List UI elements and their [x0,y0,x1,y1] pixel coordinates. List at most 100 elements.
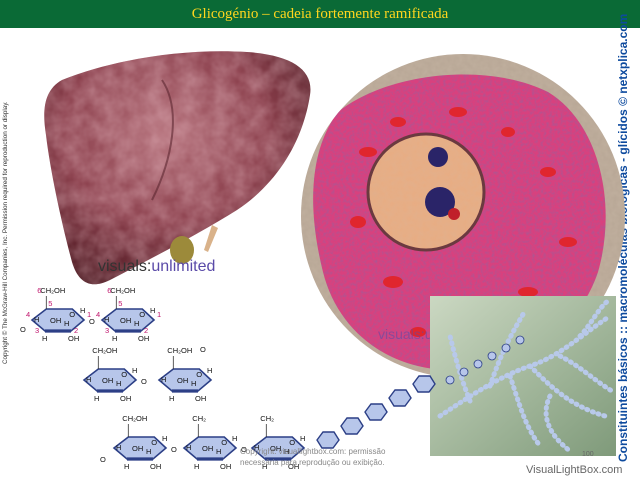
ch2oh-label: CH₂OH [122,414,147,423]
chain-bead [515,335,525,345]
h-label: H [169,394,174,403]
oh-label: OH [68,334,79,343]
h-label: H [150,306,155,315]
ch2oh-label: CH₂OH [110,286,135,295]
h-label: H [116,443,121,452]
carbon-number-4: 4 [96,310,100,319]
chain-glucose-unit [388,389,412,407]
carbon-number-6: 6 [107,286,111,295]
oh-label: OH [50,316,61,325]
chain-bead [487,351,497,361]
h-label: H [132,366,137,375]
chain-bead [501,343,511,353]
oh-label: OH [202,444,213,453]
glycogen-granule-image [430,296,616,456]
logo-part-visuals: visuals: [98,258,152,275]
ch2oh-label: CH₂OH [92,346,117,355]
h-label: H [162,434,167,443]
visuals-unlimited-logo: visuals:unlimited [98,258,215,276]
ring-oxygen-label: O [151,438,157,447]
glycosidic-oxygen-label: O [171,445,177,454]
carbon-number-5: 5 [118,299,122,308]
h-label: H [232,434,237,443]
carbon-number-3: 3 [35,326,39,335]
h-label: H [207,366,212,375]
ch2oh-label: CH₂ [192,414,206,423]
ring-oxygen-label: O [69,310,75,319]
h-label: H [161,375,166,384]
copyright-watermark: Copyright: visuallightbox.com: permissão… [240,446,385,468]
oh-label: OH [102,376,113,385]
carbon-number-2: 2 [144,326,148,335]
h-label: H [194,462,199,471]
oh-label: OH [270,444,281,453]
h-label: H [104,315,109,324]
carbon-number-1: 1 [87,310,91,319]
h-label: H [80,306,85,315]
ring-oxygen-label: O [289,438,295,447]
oh-label: OH [120,316,131,325]
oh-label: OH [150,462,161,471]
h-label: H [186,443,191,452]
carbon-number-1: 1 [157,310,161,319]
logo2-part-visuals: visuals: [378,326,425,342]
chain-left-oxygen-label: O [100,455,106,464]
chain-bead [473,359,483,369]
carbon-number-3: 3 [105,326,109,335]
logo-part-unlimited: unlimited [151,258,216,275]
chain-glucose-unit [316,431,340,449]
site-watermark: VisualLightBox.com [526,464,623,476]
ring-oxygen-label: O [221,438,227,447]
chain-glucose-unit [340,417,364,435]
liver-image [44,51,311,285]
h-label: H [216,447,221,456]
h-label: H [146,447,151,456]
ring-oxygen-label: O [196,370,202,379]
h-label: H [94,394,99,403]
oh-label: OH [288,462,299,471]
chain-glucose-unit [412,375,436,393]
h-label: H [254,443,259,452]
ch2oh-label: CH₂OH [40,286,65,295]
carbon-number-4: 4 [26,310,30,319]
watermark-line-2: necessária para reprodução ou exibição. [240,458,385,467]
branch-oxygen-label: O [200,345,206,354]
chain-bead [445,375,455,385]
h-label: H [86,375,91,384]
slide-title: Glicogénio – cadeia fortemente ramificad… [191,6,449,22]
glycosidic-oxygen-label: O [141,377,147,386]
h-label: H [191,379,196,388]
h-label: H [42,334,47,343]
h-label: H [300,434,305,443]
ch2oh-label: CH₂ [260,414,274,423]
h-label: H [112,334,117,343]
h-label: H [284,447,289,456]
h-label: H [116,379,121,388]
carbon-number-2: 2 [74,326,78,335]
oh-label: OH [177,376,188,385]
chain-glucose-unit [364,403,388,421]
chain-bead [459,367,469,377]
glycosidic-oxygen-label: O [89,317,95,326]
oh-label: OH [195,394,206,403]
watermark-line-1: Copyright: visuallightbox.com: permissão [240,447,386,456]
h-label: H [34,315,39,324]
ch2oh-label: CH₂OH [167,346,192,355]
h-label: H [262,462,267,471]
chain-start-oxygen-label: O [20,325,26,334]
oh-label: OH [138,334,149,343]
glycosidic-oxygen-label: O [241,445,247,454]
ring-oxygen-label: O [121,370,127,379]
h-label: H [134,319,139,328]
carbon-number-6: 6 [37,286,41,295]
h-label: H [124,462,129,471]
page-number: 100 [582,451,594,458]
title-bar: Glicogénio – cadeia fortemente ramificad… [0,0,640,28]
oh-label: OH [220,462,231,471]
ring-oxygen-label: O [139,310,145,319]
oh-label: OH [132,444,143,453]
h-label: H [64,319,69,328]
carbon-number-5: 5 [48,299,52,308]
